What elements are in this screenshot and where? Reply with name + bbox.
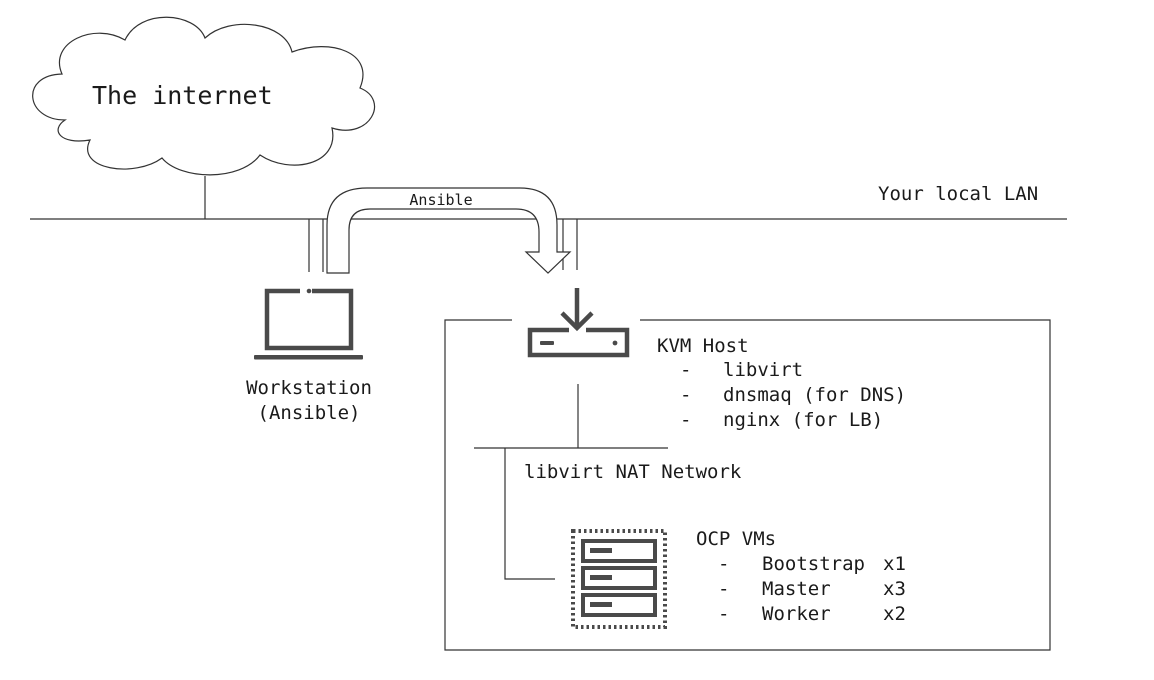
kvm-host-item: libvirt (723, 359, 803, 381)
ocp-vms-title: OCP VMs (696, 528, 776, 550)
lan-label: Your local LAN (878, 183, 1038, 205)
server-download-icon (527, 288, 630, 358)
ocp-vm-count: x3 (883, 578, 906, 600)
ocp-vm-name: Master (762, 578, 831, 600)
ocp-vms-items: - Bootstrap x1 - Master x3 - Worker x2 (718, 553, 906, 625)
kvm-host-title: KVM Host (657, 335, 749, 357)
ocp-vm-bullet: - (718, 603, 729, 625)
ocp-vm-count: x2 (883, 603, 906, 625)
kvm-host-bullet: - (680, 384, 691, 406)
kvm-host-bullet: - (680, 409, 691, 431)
kvm-host-items: - libvirt - dnsmaq (for DNS) - nginx (fo… (680, 359, 906, 431)
ocp-vm-name: Bootstrap (762, 553, 865, 575)
cloud-icon (32, 16, 376, 176)
workstation-label: Workstation (246, 377, 372, 399)
workstation-sublabel: (Ansible) (258, 402, 361, 424)
laptop-icon (254, 285, 363, 360)
ocp-vm-bullet: - (718, 578, 729, 600)
ansible-arrow-label: Ansible (409, 191, 472, 209)
ocp-vm-count: x1 (883, 553, 906, 575)
nat-vm-link (504, 448, 555, 580)
kvm-host-item: nginx (for LB) (723, 409, 883, 431)
internet-label: The internet (92, 81, 273, 110)
ocp-vm-name: Worker (762, 603, 831, 625)
nat-network-label: libvirt NAT Network (524, 461, 742, 483)
kvm-host-item: dnsmaq (for DNS) (723, 384, 906, 406)
ocp-vm-bullet: - (718, 553, 729, 575)
kvm-host-bullet: - (680, 359, 691, 381)
kvm-host-box (444, 319, 1051, 651)
server-rack-icon (571, 529, 667, 629)
